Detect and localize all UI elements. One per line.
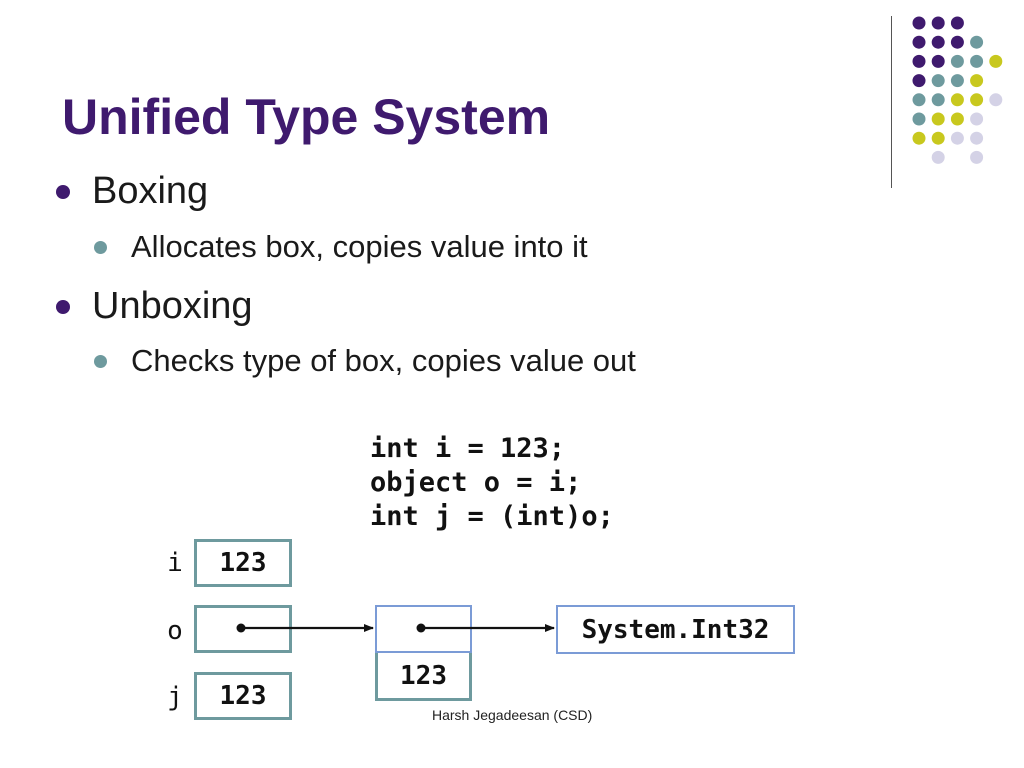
- bullet-dot-icon: [56, 299, 70, 314]
- heap-object-header: [375, 605, 472, 653]
- decorative-dot: [950, 93, 964, 107]
- decorative-dot: [912, 93, 926, 107]
- decorative-dot: [931, 74, 945, 88]
- code-line: int i = 123;: [370, 433, 566, 464]
- variable-label-j: j: [167, 682, 183, 712]
- decorative-dot: [950, 35, 964, 49]
- decorative-dot: [931, 35, 945, 49]
- sub-bullet-dot-icon: [94, 240, 107, 254]
- decorative-dot-grid: [912, 16, 1003, 164]
- decorative-dot: [950, 131, 964, 145]
- bullet-dot-icon: [56, 184, 70, 199]
- decorative-dot: [912, 54, 926, 68]
- decorative-dot: [970, 93, 984, 107]
- decorative-dot: [931, 131, 945, 145]
- stack-value-i: 123: [219, 548, 267, 578]
- sub-bullet-dot-icon: [94, 354, 107, 368]
- stack-box-j: 123: [194, 672, 292, 720]
- decorative-dot: [931, 112, 945, 126]
- decorative-dot: [970, 112, 984, 126]
- decorative-dot: [931, 54, 945, 68]
- decorative-dot: [950, 74, 964, 88]
- code-snippet: int i = 123; object o = i; int j = (int)…: [370, 432, 614, 534]
- bullet-unboxing: Unboxing: [56, 285, 253, 328]
- slide-footer: Harsh Jegadeesan (CSD): [432, 707, 593, 723]
- sub-bullet-unboxing: Checks type of box, copies value out: [94, 343, 636, 379]
- decorative-dot: [912, 35, 926, 49]
- decorative-dot: [970, 131, 984, 145]
- bullet-boxing: Boxing: [56, 170, 208, 213]
- decorative-dot: [989, 54, 1003, 68]
- decorative-dot: [970, 54, 984, 68]
- variable-label-o: o: [167, 616, 183, 646]
- decorative-dot: [931, 150, 945, 164]
- type-object-box: System.Int32: [556, 605, 795, 654]
- heap-boxed-value: 123: [400, 660, 447, 691]
- code-line: object o = i;: [370, 467, 582, 498]
- stack-value-j: 123: [219, 681, 267, 711]
- decorative-dot: [970, 35, 984, 49]
- stack-box-i: 123: [194, 539, 292, 587]
- decorative-dot: [912, 131, 926, 145]
- decorative-dot: [950, 112, 964, 126]
- decorative-dot: [970, 74, 984, 88]
- decorative-dot: [912, 74, 926, 88]
- header-divider-line: [891, 16, 892, 188]
- slide-title: Unified Type System: [62, 89, 551, 145]
- decorative-dot: [950, 16, 964, 30]
- stack-value-o: [197, 608, 289, 650]
- decorative-dot: [989, 93, 1003, 107]
- decorative-dot: [912, 16, 926, 30]
- decorative-dot: [931, 16, 945, 30]
- decorative-dot: [950, 54, 964, 68]
- decorative-dot: [970, 150, 984, 164]
- sub-bullet-text: Checks type of box, copies value out: [131, 343, 636, 378]
- variable-label-i: i: [167, 548, 183, 578]
- heap-object-value-box: 123: [375, 653, 472, 701]
- bullet-text: Boxing: [92, 170, 209, 212]
- decorative-dot: [931, 93, 945, 107]
- decorative-dot: [912, 112, 926, 126]
- sub-bullet-text: Allocates box, copies value into it: [131, 229, 588, 264]
- code-line: int j = (int)o;: [370, 501, 614, 532]
- stack-box-o: [194, 605, 292, 653]
- sub-bullet-boxing: Allocates box, copies value into it: [94, 229, 588, 265]
- bullet-text: Unboxing: [92, 285, 253, 327]
